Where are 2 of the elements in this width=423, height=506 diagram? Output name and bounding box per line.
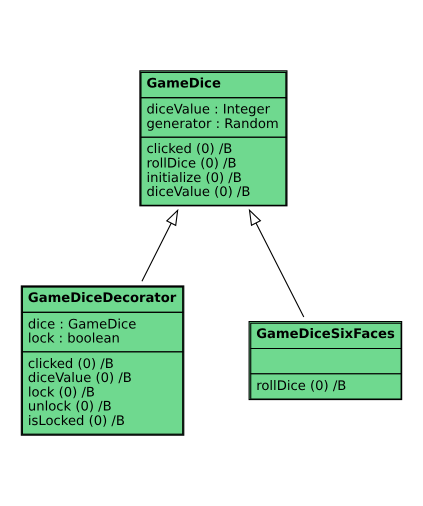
arrow [141,208,178,282]
arrow [248,208,304,318]
